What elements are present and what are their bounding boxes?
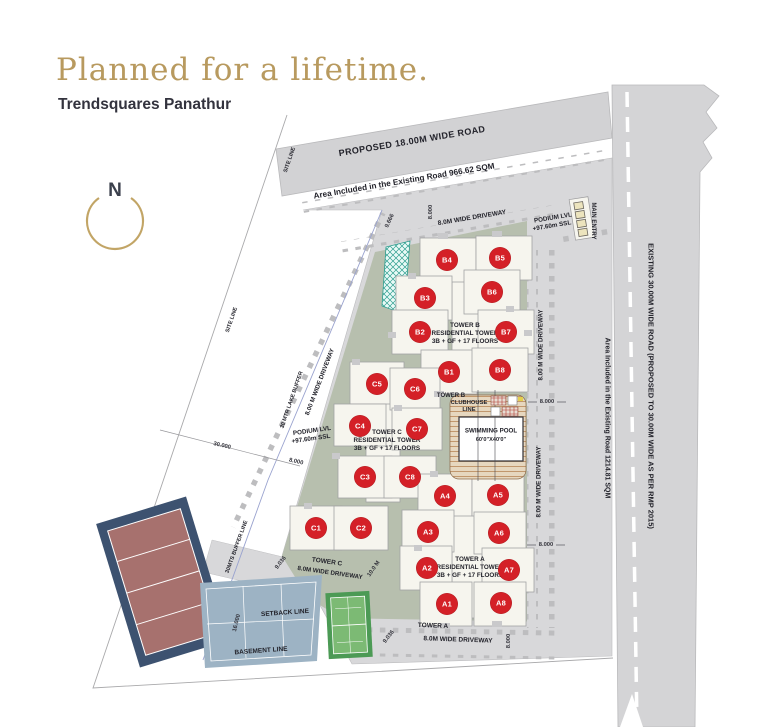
dim-8000-right-1: 8.000 bbox=[539, 399, 555, 405]
unit-badge-c2: C2 bbox=[350, 517, 372, 539]
main-entry-gate bbox=[568, 196, 595, 241]
clubhouse-label-l2: LINE bbox=[462, 407, 476, 413]
tower-c-type: RESIDENTIAL TOWER bbox=[353, 437, 421, 444]
project-name: Trendsquares Panathur bbox=[58, 96, 232, 113]
right-road-notch bbox=[620, 694, 643, 727]
unit-badge-b1: B1 bbox=[438, 361, 460, 383]
unit-badge-c8: C8 bbox=[399, 466, 421, 488]
unit-badge-b7: B7 bbox=[495, 321, 517, 343]
tower-a-name: TOWER A bbox=[455, 556, 485, 563]
unit-badge-b6: B6 bbox=[481, 281, 503, 303]
unit-badge-b4: B4 bbox=[436, 249, 458, 271]
tower-a-type: RESIDENTIAL TOWER bbox=[436, 564, 504, 571]
unit-badge-c6: C6 bbox=[404, 378, 426, 400]
dim-8000-right-2: 8.000 bbox=[538, 542, 554, 548]
dim-8000-top: 8.000 bbox=[428, 204, 434, 220]
tower-b-title: TOWER B RESIDENTIAL TOWER 3B + GF + 17 F… bbox=[432, 322, 499, 346]
unit-badge-a3: A3 bbox=[417, 521, 439, 543]
unit-badge-a5: A5 bbox=[487, 484, 509, 506]
unit-badge-c3: C3 bbox=[354, 466, 376, 488]
unit-badge-a7: A7 bbox=[498, 559, 520, 581]
tower-a-title: TOWER A RESIDENTIAL TOWER 3B + GF + 17 F… bbox=[437, 556, 504, 580]
multipurpose-court bbox=[96, 496, 230, 668]
pool-area bbox=[449, 390, 527, 481]
driveway-right-label-1: 8.00 M WIDE DRIVEWAY bbox=[537, 309, 545, 381]
tower-c-name: TOWER C bbox=[372, 429, 402, 436]
page-tagline: Planned for a lifetime. bbox=[56, 52, 429, 88]
dim-line-30000 bbox=[159, 429, 301, 467]
unit-badge-b3: B3 bbox=[414, 287, 436, 309]
tower-a-floors: 3B + GF + 17 FLOORS bbox=[436, 572, 504, 579]
tennis-court bbox=[325, 590, 373, 660]
unit-badge-a2: A2 bbox=[416, 557, 438, 579]
unit-badge-a4: A4 bbox=[434, 485, 456, 507]
tower-b-name: TOWER B bbox=[450, 322, 480, 329]
tower-b-corner-label: TOWER B bbox=[436, 393, 466, 399]
unit-badge-c4: C4 bbox=[349, 415, 371, 437]
unit-badge-c5: C5 bbox=[366, 373, 388, 395]
compass-north-icon bbox=[85, 197, 145, 250]
right-road-centerline bbox=[625, 91, 639, 727]
unit-badge-b5: B5 bbox=[489, 247, 511, 269]
compass-n-label: N bbox=[108, 180, 122, 201]
tower-c-floors: 3B + GF + 17 FLOORS bbox=[353, 445, 421, 452]
site-boundary-line bbox=[92, 114, 614, 689]
unit-badge-a1: A1 bbox=[436, 593, 458, 615]
tower-footprints bbox=[289, 235, 535, 627]
tower-c-title: TOWER C RESIDENTIAL TOWER 3B + GF + 17 F… bbox=[354, 429, 421, 453]
unit-badge-c1: C1 bbox=[305, 517, 327, 539]
unit-badge-b2: B2 bbox=[409, 321, 431, 343]
setback-court bbox=[200, 575, 322, 668]
unit-badge-a6: A6 bbox=[488, 522, 510, 544]
unit-badge-a8: A8 bbox=[490, 592, 512, 614]
unit-badge-c7: C7 bbox=[406, 418, 428, 440]
tower-a-corner-label: TOWER A bbox=[417, 621, 449, 631]
right-road-note: Area Included in the Existing Road 1214.… bbox=[603, 337, 611, 499]
right-road-name: EXISTING 30.00M WIDE ROAD (PROPOSED TO 3… bbox=[646, 243, 656, 529]
dim-8000-bottom: 8.000 bbox=[506, 633, 512, 649]
pool-label-l1: SWIMMING POOL bbox=[464, 427, 518, 435]
unit-badge-b8: B8 bbox=[489, 359, 511, 381]
driveway-right-label-2: 8.00 M WIDE DRIVEWAY bbox=[535, 446, 543, 518]
pool-label-l2: 60'0"X40'0" bbox=[475, 437, 507, 443]
main-entry-label: MAIN ENTRY bbox=[590, 202, 596, 240]
tower-b-floors: 3B + GF + 17 FLOORS bbox=[431, 338, 499, 345]
top-road bbox=[275, 91, 613, 197]
tower-b-type: RESIDENTIAL TOWER bbox=[431, 330, 499, 337]
right-road bbox=[611, 84, 720, 727]
clubhouse-label-l1: CLUBHOUSE bbox=[450, 400, 488, 406]
dim-ticks bbox=[527, 401, 566, 546]
